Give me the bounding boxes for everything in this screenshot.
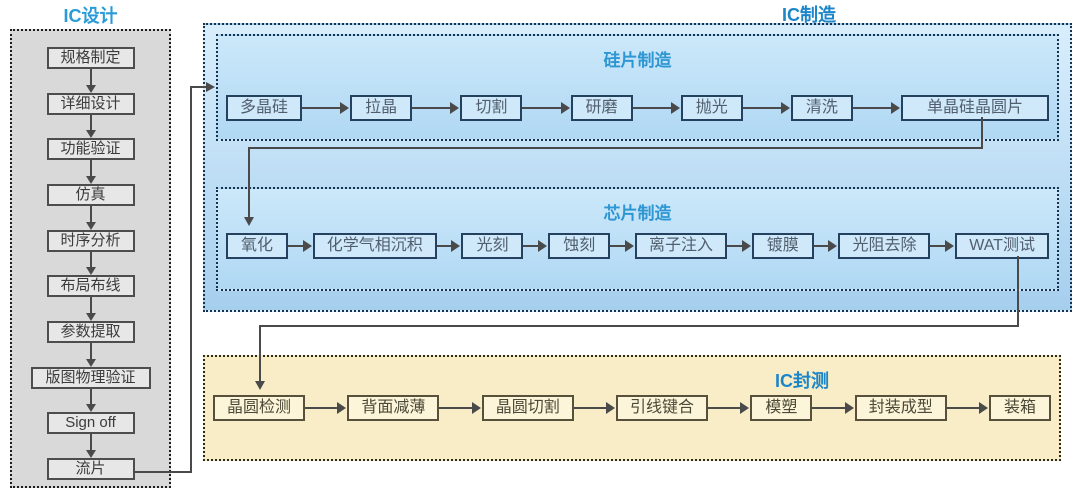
- arrow-right-icon: [436, 240, 461, 252]
- step-box: Sign off: [46, 412, 135, 435]
- connector-line: [259, 325, 261, 381]
- step-box: 氧化: [226, 233, 288, 259]
- manufacture-section-title: IC制造: [782, 5, 836, 25]
- step-box: 研磨: [570, 95, 633, 121]
- arrow-down-icon: [85, 206, 96, 230]
- step-box: 化学气相沉积: [312, 233, 437, 259]
- step-box: 抛光: [680, 95, 743, 121]
- arrow-right-icon: [206, 82, 215, 92]
- package-test-panel: IC封测 晶圆检测 背面减薄 晶圆切割 引线键合 模塑 封装成型 装箱: [203, 355, 1061, 461]
- connector-line: [190, 86, 192, 473]
- connector-line: [248, 147, 983, 149]
- manufacture-panel: 硅片制造 多晶硅 拉晶 切割 研磨 抛光 清洗 单晶硅晶圆片 芯片制造 氧化: [203, 23, 1072, 312]
- step-box: 布局布线: [46, 275, 135, 298]
- chip-manufacture-panel: 芯片制造 氧化 化学气相沉积 光刻 蚀刻 离子注入 镀膜 光阻去除 WAT测试: [216, 187, 1059, 291]
- arrow-down-icon: [85, 297, 96, 321]
- connector-line: [981, 117, 983, 149]
- step-box: 时序分析: [46, 229, 135, 252]
- step-box: 切割: [460, 95, 523, 121]
- arrow-right-icon: [610, 240, 634, 252]
- step-box: 晶圆切割: [481, 395, 574, 421]
- arrow-right-icon: [812, 402, 855, 414]
- arrow-down-icon: [85, 343, 96, 367]
- package-steps-row: 晶圆检测 背面减薄 晶圆切割 引线键合 模塑 封装成型 装箱: [213, 395, 1052, 421]
- step-box: 功能验证: [46, 138, 135, 161]
- arrow-right-icon: [708, 402, 750, 414]
- step-box: 镀膜: [751, 233, 814, 259]
- wafer-steps-row: 多晶硅 拉晶 切割 研磨 抛光 清洗 单晶硅晶圆片: [226, 95, 1050, 121]
- step-box: 光刻: [461, 233, 524, 259]
- step-box: 封装成型: [854, 395, 947, 421]
- arrow-right-icon: [523, 240, 547, 252]
- package-section-title: IC封测: [775, 371, 829, 391]
- step-box: 详细设计: [46, 92, 135, 115]
- wafer-section-title: 硅片制造: [603, 51, 672, 70]
- arrow-down-icon: [85, 251, 96, 275]
- arrow-down-icon: [85, 388, 96, 412]
- step-box: 仿真: [46, 184, 135, 207]
- wafer-manufacture-panel: 硅片制造 多晶硅 拉晶 切割 研磨 抛光 清洗 单晶硅晶圆片: [216, 34, 1059, 141]
- arrow-down-icon: [85, 69, 96, 93]
- step-box: 多晶硅: [226, 95, 303, 121]
- arrow-right-icon: [302, 102, 350, 114]
- arrow-right-icon: [813, 240, 838, 252]
- arrow-right-icon: [930, 240, 954, 252]
- step-box: 参数提取: [46, 321, 135, 344]
- arrow-right-icon: [522, 102, 570, 114]
- step-box: 晶圆检测: [213, 395, 306, 421]
- arrow-down-icon: [85, 434, 96, 458]
- step-box: 版图物理验证: [30, 366, 151, 389]
- design-panel: 规格制定 详细设计 功能验证 仿真 时序分析 布局布线 参数提取 版图物理验证 …: [10, 29, 171, 488]
- connector-line: [248, 147, 250, 217]
- step-box: 规格制定: [46, 47, 135, 69]
- step-box: 清洗: [790, 95, 853, 121]
- arrow-down-icon: [85, 160, 96, 184]
- chip-steps-row: 氧化 化学气相沉积 光刻 蚀刻 离子注入 镀膜 光阻去除 WAT测试: [226, 233, 1049, 259]
- step-box: 模塑: [750, 395, 813, 421]
- arrow-down-icon: [255, 381, 265, 390]
- step-box: 蚀刻: [548, 233, 611, 259]
- arrow-right-icon: [632, 102, 680, 114]
- step-box: 引线键合: [616, 395, 709, 421]
- arrow-right-icon: [946, 402, 989, 414]
- step-box: 拉晶: [350, 95, 413, 121]
- step-box: WAT测试: [955, 233, 1049, 259]
- step-box: 光阻去除: [838, 233, 931, 259]
- connector-line: [259, 325, 1019, 327]
- arrow-right-icon: [305, 402, 347, 414]
- connector-line: [192, 86, 206, 88]
- step-box: 离子注入: [634, 233, 727, 259]
- design-section-title: IC设计: [63, 6, 118, 26]
- arrow-right-icon: [852, 102, 901, 114]
- arrow-down-icon: [244, 217, 254, 226]
- step-box: 单晶硅晶圆片: [901, 95, 1050, 121]
- arrow-right-icon: [726, 240, 751, 252]
- arrow-right-icon: [742, 102, 791, 114]
- chip-section-title: 芯片制造: [603, 204, 672, 223]
- step-box: 背面减薄: [347, 395, 440, 421]
- arrow-down-icon: [85, 114, 96, 138]
- arrow-right-icon: [412, 102, 460, 114]
- step-box: 流片: [46, 458, 135, 481]
- arrow-right-icon: [439, 402, 482, 414]
- connector-line: [1017, 256, 1019, 326]
- connector-line: [133, 471, 192, 473]
- step-box: 装箱: [989, 395, 1052, 421]
- arrow-right-icon: [288, 240, 312, 252]
- arrow-right-icon: [573, 402, 616, 414]
